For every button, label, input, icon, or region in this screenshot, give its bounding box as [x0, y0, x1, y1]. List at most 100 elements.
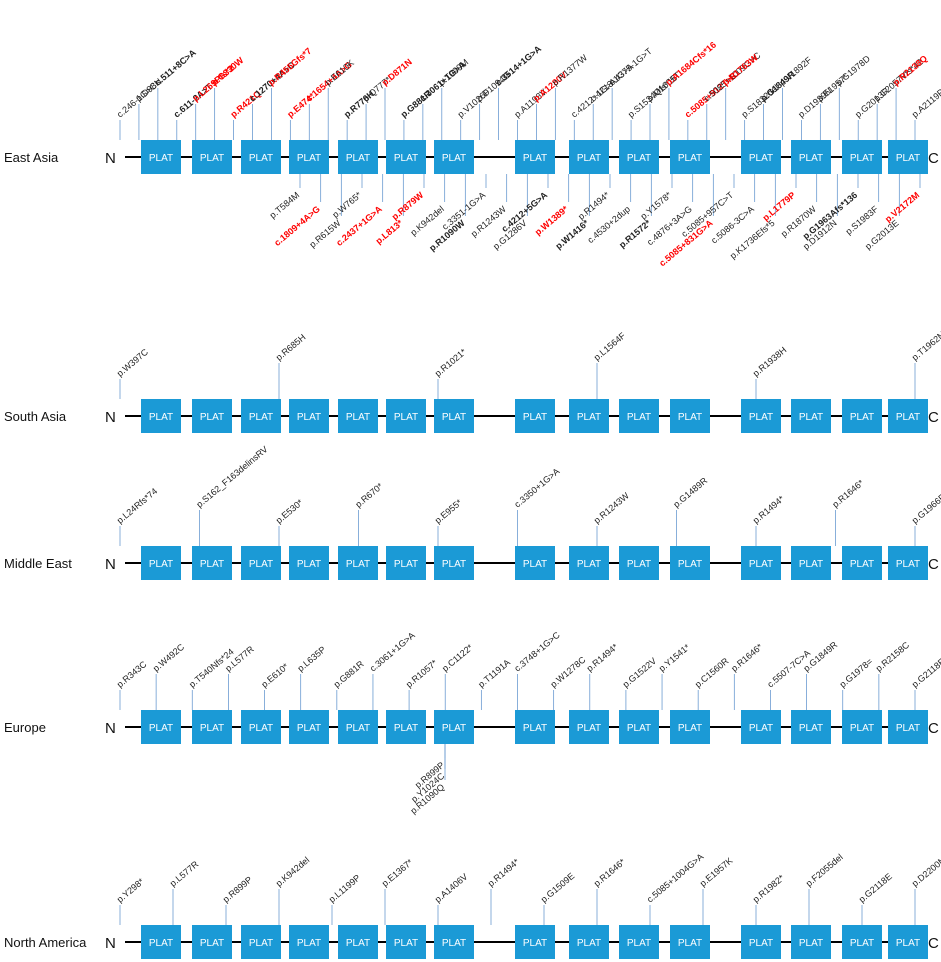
mutation-label: p.Y298* [115, 876, 146, 905]
c-terminus-label: C [928, 150, 939, 167]
plat-domain [670, 925, 710, 959]
plat-domain-label: PLAT [249, 559, 273, 570]
plat-domain-label: PLAT [442, 153, 466, 164]
mutation-label: p.A2119Pfs*10 [910, 74, 941, 120]
plat-domain-label: PLAT [149, 153, 173, 164]
plat-domain [842, 546, 882, 580]
mutation-label: p.S162_F163delinsRV [194, 444, 269, 509]
plat-domain-label: PLAT [850, 559, 874, 570]
plat-domain-label: PLAT [799, 412, 823, 423]
plat-domain [515, 140, 555, 174]
plat-domain [141, 710, 181, 744]
mutation-label: p.E610* [259, 661, 290, 690]
plat-domain [386, 399, 426, 433]
plat-domain-label: PLAT [200, 723, 224, 734]
mutation-label: p.R1057* [404, 657, 440, 689]
plat-domain [386, 925, 426, 959]
plat-domain [619, 710, 659, 744]
mutation-label: p.G2118E [857, 871, 894, 904]
mutation-label: p.W1389* [533, 204, 570, 238]
plat-domain-label: PLAT [149, 723, 173, 734]
mutation-label: p.R1938H [751, 345, 788, 379]
plat-domain [434, 925, 474, 959]
mutation-label: p.L577R [168, 859, 201, 889]
plat-domain-label: PLAT [394, 412, 418, 423]
region-label: East Asia [4, 150, 59, 165]
plat-domain [670, 140, 710, 174]
mutation-label: p.R1243W [592, 490, 631, 525]
plat-domain-label: PLAT [749, 723, 773, 734]
plat-domain-label: PLAT [297, 559, 321, 570]
plat-domain [434, 546, 474, 580]
plat-domain [791, 710, 831, 744]
plat-domain [569, 546, 609, 580]
plat-domain-label: PLAT [394, 723, 418, 734]
c-terminus-label: C [928, 556, 939, 573]
plat-domain [741, 140, 781, 174]
mutation-label: p.R1646* [729, 641, 765, 673]
plat-domain-label: PLAT [297, 153, 321, 164]
plat-domain-label: PLAT [749, 559, 773, 570]
plat-domain-label: PLAT [577, 723, 601, 734]
plat-domain-label: PLAT [200, 412, 224, 423]
plat-domain [192, 546, 232, 580]
plat-domain-label: PLAT [442, 723, 466, 734]
plat-domain [842, 399, 882, 433]
plat-domain [141, 546, 181, 580]
plat-domain [741, 399, 781, 433]
mutation-label: c.3061+1G>A [368, 630, 417, 673]
plat-domain [434, 140, 474, 174]
plat-domain-label: PLAT [346, 723, 370, 734]
plat-domain [192, 140, 232, 174]
plat-domain-label: PLAT [577, 153, 601, 164]
plat-domain-label: PLAT [346, 559, 370, 570]
mutation-label: p.W765* [330, 190, 363, 220]
plat-domain [619, 925, 659, 959]
plat-domain [192, 399, 232, 433]
mutation-label: p.G1522V [621, 656, 658, 690]
mutation-label: p.G2013E [863, 218, 900, 252]
mutation-label: p.E530* [274, 497, 305, 526]
mutation-label: c.3514+1G>A [493, 43, 543, 87]
plat-domain [569, 140, 609, 174]
c-terminus-label: C [928, 720, 939, 737]
plat-domain [289, 546, 329, 580]
mutation-label: p.F2055del [804, 852, 845, 889]
mutation-label: p.R2138Q [891, 53, 929, 87]
plat-domain [842, 710, 882, 744]
mutation-label: p.R1982* [751, 872, 787, 904]
plat-domain-label: PLAT [896, 153, 920, 164]
plat-domain [515, 399, 555, 433]
plat-domain [289, 925, 329, 959]
plat-domain [741, 546, 781, 580]
mutation-label: p.G1978= [838, 656, 875, 689]
mutation-label: p.L24Rfs*74 [115, 486, 159, 526]
mutation-label: p.L1199P [327, 873, 362, 905]
mutation-label: p.L1564F [592, 330, 628, 362]
mutation-label: p.D2200Mfs*22 [910, 841, 941, 889]
mutation-label: p.G2118E [910, 656, 941, 689]
plat-domain [842, 925, 882, 959]
plat-domain-label: PLAT [896, 938, 920, 949]
mutation-label: p.G1509E [539, 871, 576, 905]
mutation-label: p.G881R [332, 658, 366, 689]
plat-domain [289, 140, 329, 174]
mutation-label: c.3350+1G>A [512, 466, 561, 509]
plat-domain-label: PLAT [799, 723, 823, 734]
plat-domain-label: PLAT [627, 412, 651, 423]
plat-domain [338, 710, 378, 744]
plat-domain [192, 710, 232, 744]
mutation-label: p.G1489R [671, 475, 709, 509]
plat-domain-label: PLAT [749, 938, 773, 949]
plat-domain [386, 710, 426, 744]
mutation-label: p.E1367* [380, 857, 415, 889]
plat-domain-label: PLAT [678, 153, 702, 164]
mutation-label: p.T1962M [910, 329, 941, 363]
mutation-label: p.R1763W [721, 52, 761, 88]
plat-domain-label: PLAT [850, 938, 874, 949]
plat-domain-label: PLAT [523, 153, 547, 164]
plat-domain [791, 546, 831, 580]
mutation-label: p.G1978D [834, 53, 872, 87]
mutation-label: p.T999M [437, 57, 471, 87]
mutation-label: p.W492C [151, 641, 187, 673]
